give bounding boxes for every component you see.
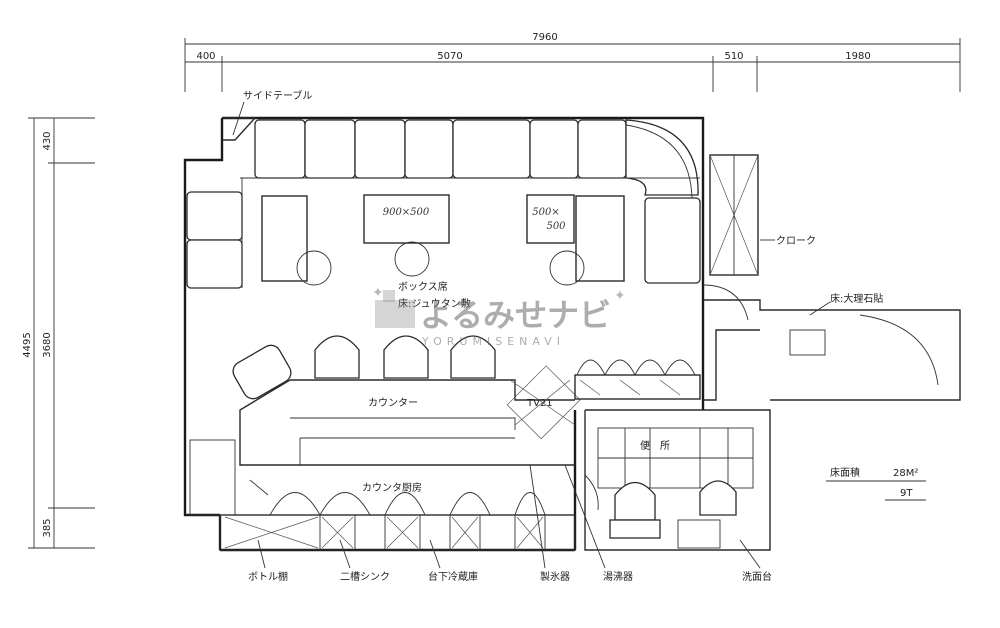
watermark: よるみせナビ YORUMISENAVI ✦ ✦ <box>372 285 626 348</box>
tv: TV21 <box>506 365 581 440</box>
kitchen: カウンタ厨房 <box>189 439 576 551</box>
toilet-label: 便 所 <box>640 439 670 452</box>
floor-area: 床面積 28M² 9T <box>826 466 926 501</box>
side-table-label: サイドテーブル <box>243 89 312 102</box>
dim-h-seg-3: 385 <box>42 518 53 537</box>
counter-label: カウンター <box>368 397 418 409</box>
table-1-label: 900×500 <box>383 207 430 218</box>
bottle-shelf-label: ボトル棚 <box>248 570 288 583</box>
dim-seg-3: 510 <box>724 51 743 62</box>
table-2-label-2: 500 <box>546 221 566 232</box>
counter: カウンター <box>239 379 575 466</box>
side-table-shape <box>222 117 257 141</box>
left-dimensions: 4495 430 3680 385 <box>22 117 95 549</box>
dim-h-seg-1: 430 <box>42 131 53 150</box>
tsubo-value: 9T <box>900 488 913 499</box>
cloak: クローク <box>702 154 816 321</box>
floor-area-label: 床面積 <box>830 466 860 479</box>
dim-total-width: 7960 <box>532 32 557 43</box>
dim-seg-4: 1980 <box>845 51 870 62</box>
right-bench <box>574 359 701 400</box>
bottom-labels: ボトル棚 二槽シンク 台下冷蔵庫 製氷器 湯沸器 洗面台 <box>248 464 772 583</box>
tv-label: TV21 <box>526 398 553 409</box>
dim-seg-1: 400 <box>196 51 215 62</box>
watermark-subtitle: YORUMISENAVI <box>421 335 565 348</box>
box-seat-label: ボックス席 <box>398 280 448 293</box>
banquette <box>186 119 701 289</box>
under-fridge-label: 台下冷蔵庫 <box>428 570 478 583</box>
counter-stools <box>232 335 496 400</box>
floor-area-value: 28M² <box>893 468 918 479</box>
water-heater-label: 湯沸器 <box>603 570 633 583</box>
table-2-label-1: 500× <box>532 207 559 218</box>
wash-basin-label: 洗面台 <box>742 570 772 583</box>
top-dimensions: 7960 400 5070 510 1980 <box>184 32 961 92</box>
watermark-title: よるみせナビ <box>420 296 611 334</box>
ice-maker-label: 製氷器 <box>540 570 570 583</box>
floor-marble-label: 床:大理石貼 <box>830 292 883 305</box>
table-900x500 <box>363 194 450 244</box>
cloak-label: クローク <box>776 235 816 247</box>
dim-total-height: 4495 <box>22 332 33 357</box>
floor-carpet-label: 床:ジュウタン敷 <box>398 297 471 310</box>
tables: 900×500 500× 500 <box>261 194 625 286</box>
entrance: 床:大理石貼 <box>789 292 939 386</box>
double-sink-label: 二槽シンク <box>340 570 390 583</box>
svg-text:✦: ✦ <box>614 288 626 304</box>
toilet: 便 所 <box>584 427 754 549</box>
svg-text:✦: ✦ <box>372 285 384 301</box>
dim-seg-2: 5070 <box>437 51 462 62</box>
dim-h-seg-2: 3680 <box>42 332 53 357</box>
counter-kitchen-label: カウンタ厨房 <box>362 481 422 494</box>
